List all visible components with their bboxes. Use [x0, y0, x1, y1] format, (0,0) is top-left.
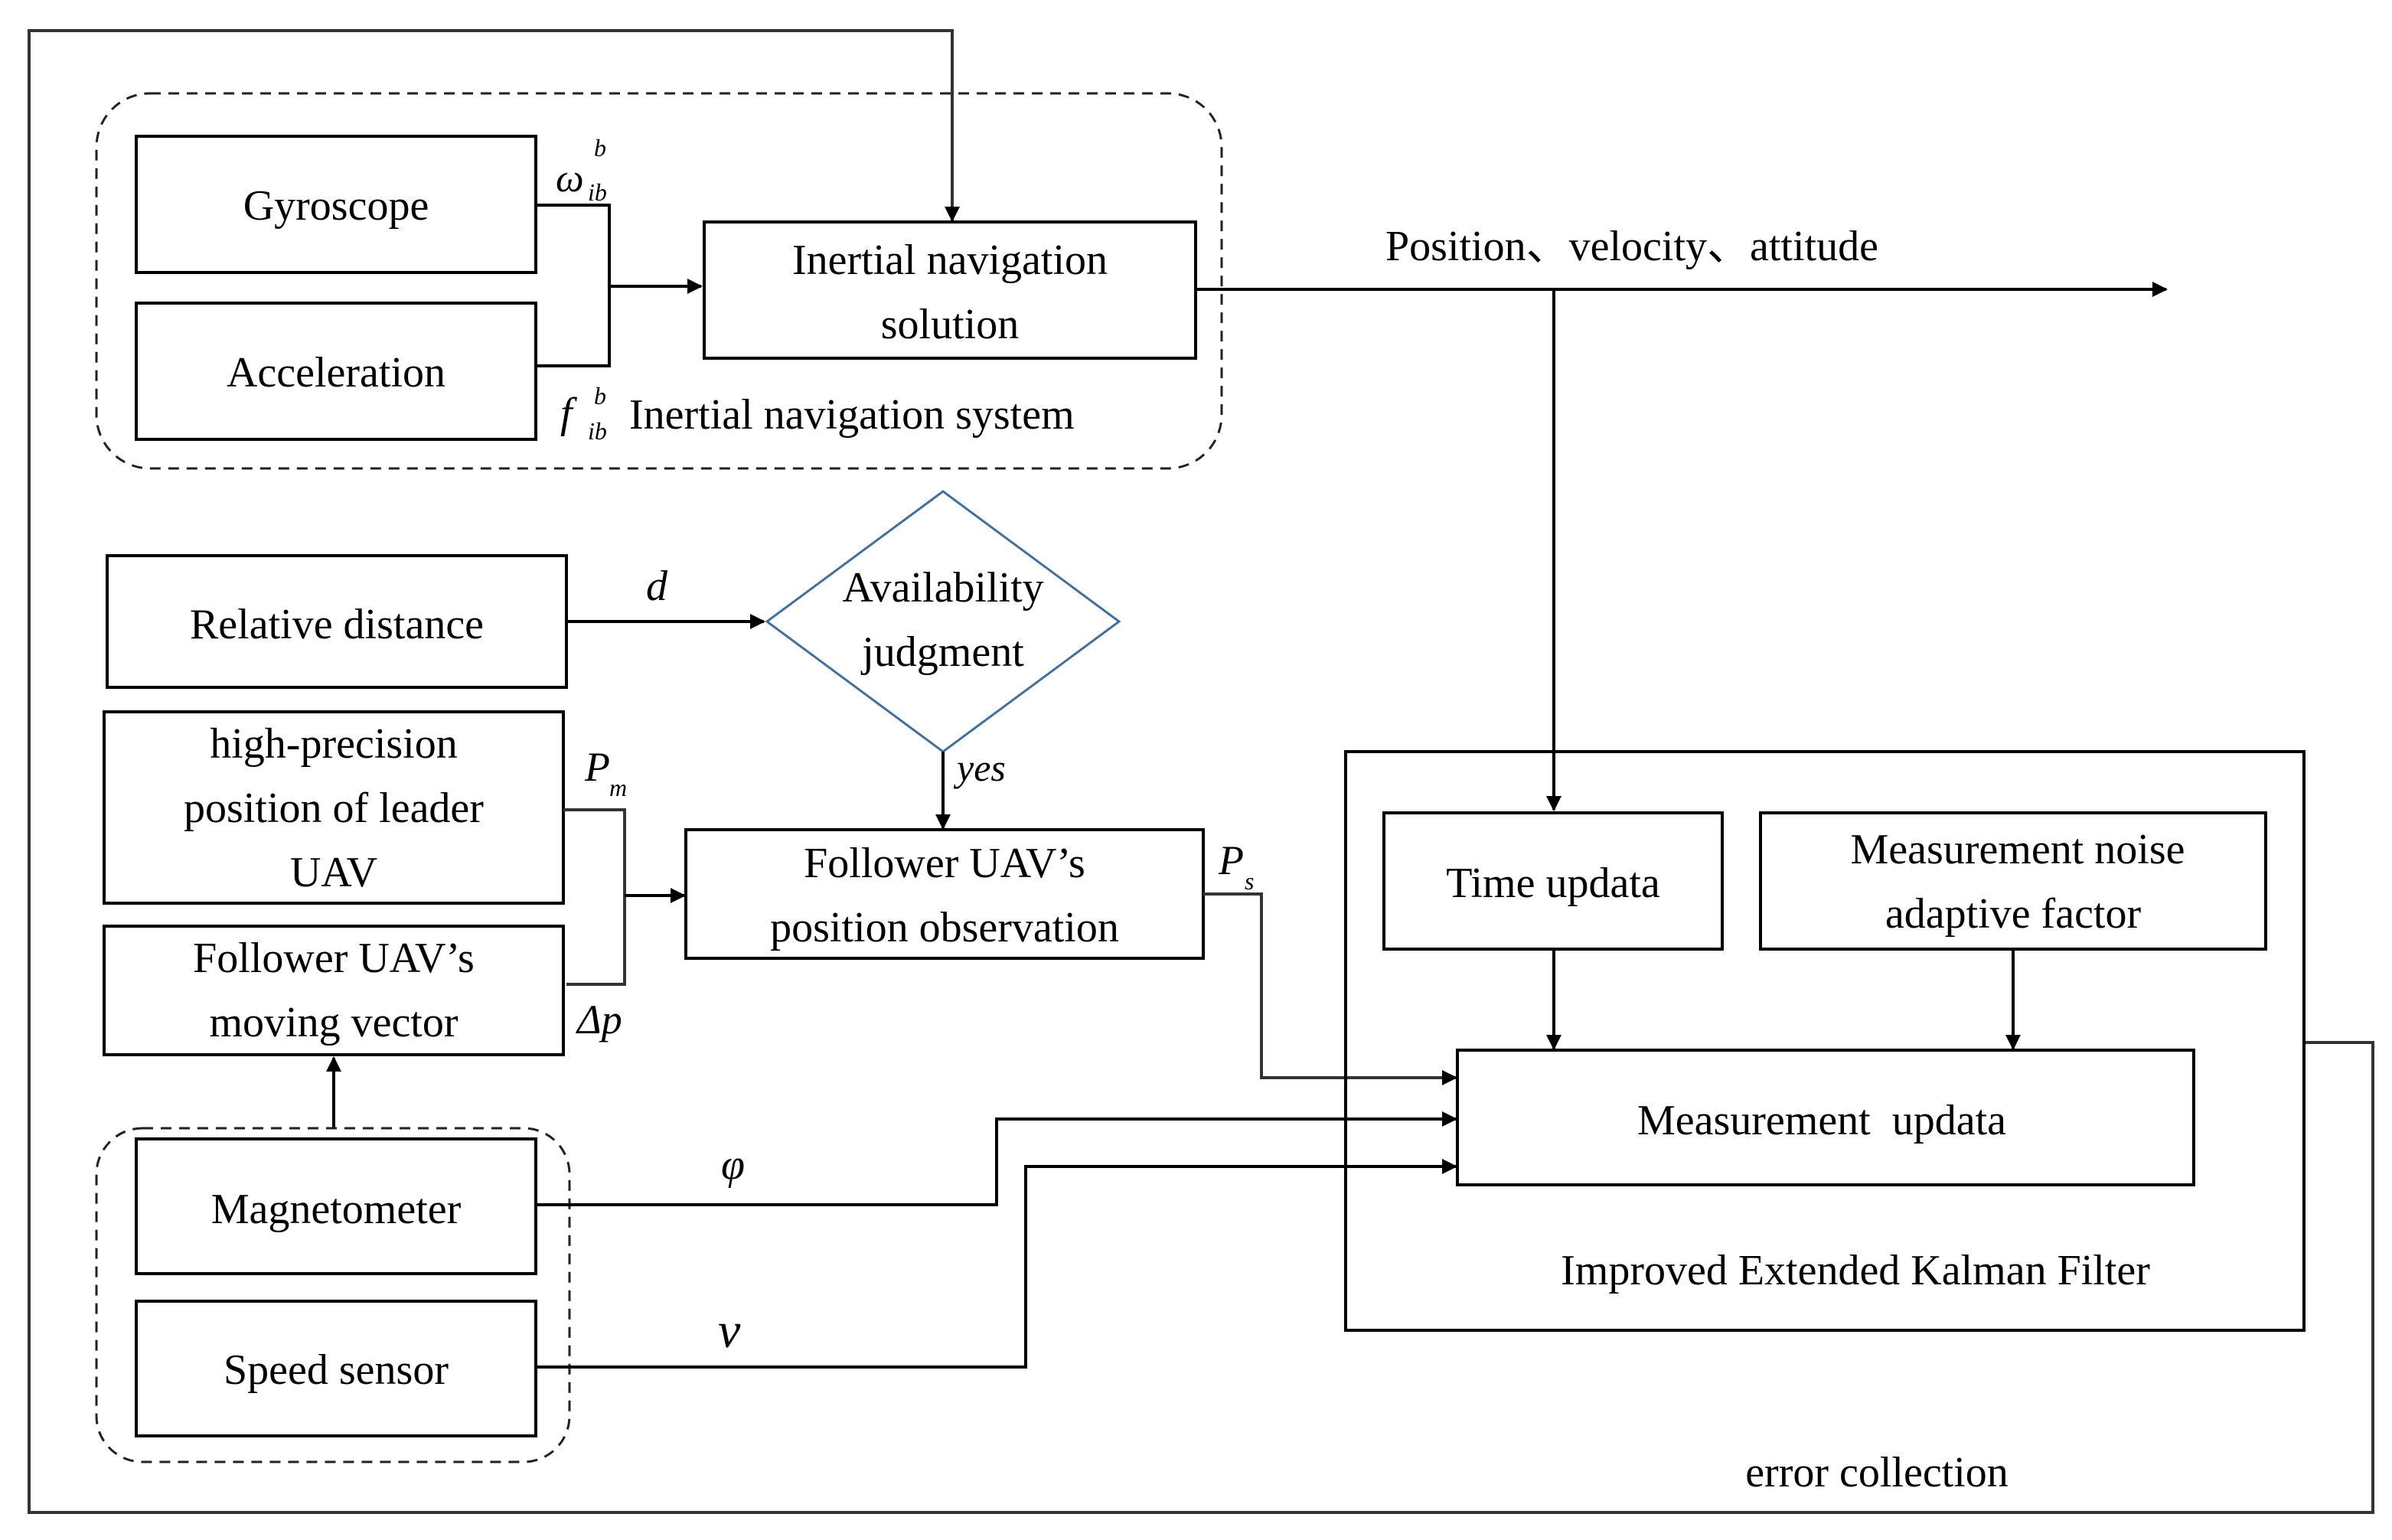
- f-symbol: f: [560, 390, 578, 437]
- position-observation-label-2: position observation: [770, 904, 1119, 951]
- availability-diamond[interactable]: [765, 490, 1121, 753]
- yes-label: yes: [953, 746, 1006, 789]
- magnetometer-label: Magnetometer: [211, 1186, 462, 1233]
- omega-sup: b: [594, 134, 606, 162]
- moving-vector-label-2: moving vector: [209, 999, 458, 1046]
- output-label: Position、velocity、attitude: [1385, 223, 1878, 270]
- noise-factor-label-2: adaptive factor: [1885, 890, 2142, 938]
- ps-sub: s: [1245, 867, 1254, 895]
- availability-label-1: Availability: [842, 564, 1043, 612]
- ins-group-label: Inertial navigation system: [629, 391, 1075, 439]
- ins-solution-block[interactable]: [703, 220, 1197, 360]
- acceleration-label: Acceleration: [227, 349, 445, 396]
- pm-sub: m: [609, 774, 627, 801]
- measurement-update-block[interactable]: [1456, 1049, 2195, 1186]
- ins-group: [95, 92, 1223, 470]
- leader-position-label-3: UAV: [290, 849, 377, 896]
- gyroscope-label: Gyroscope: [243, 182, 429, 230]
- moving-vector-block[interactable]: [103, 925, 565, 1056]
- moving-vector-label-1: Follower UAV’s: [193, 935, 475, 982]
- v-symbol: v: [718, 1303, 741, 1359]
- position-observation-block[interactable]: [684, 828, 1205, 960]
- leader-position-label-1: high-precision: [210, 720, 457, 768]
- time-update-block[interactable]: [1382, 811, 1724, 951]
- ins-solution-label-2: solution: [881, 301, 1019, 348]
- v-to-measurement-arrow: [536, 1159, 1457, 1369]
- d-symbol: d: [646, 563, 668, 610]
- pm-dp-merge-line: [563, 808, 626, 986]
- feedback-loop-line: [28, 29, 2374, 1514]
- noise-factor-block[interactable]: [1759, 811, 2267, 951]
- f-sup: b: [594, 382, 606, 409]
- measurement-update-label: Measurement updata: [1637, 1097, 2006, 1144]
- f-sub: ib: [588, 417, 607, 445]
- error-collection-label: error collection: [1745, 1449, 2009, 1496]
- phi-to-measurement-arrow: [536, 1111, 1457, 1206]
- noise-factor-label-1: Measurement noise: [1851, 826, 2185, 873]
- ekf-group-label: Improved Extended Kalman Filter: [1561, 1247, 2150, 1294]
- leader-position-block[interactable]: [103, 710, 565, 905]
- availability-label-2: judgment: [860, 628, 1024, 676]
- speed-sensor-label: Speed sensor: [224, 1346, 449, 1394]
- time-update-label: Time updata: [1446, 860, 1660, 907]
- dp-symbol: Δp: [576, 997, 622, 1042]
- ps-to-measurement-arrow: [1203, 892, 1457, 1085]
- acceleration-block[interactable]: [135, 302, 537, 441]
- leader-position-label-2: position of leader: [184, 785, 484, 832]
- speed-sensor-block[interactable]: [135, 1300, 537, 1437]
- relative-distance-block[interactable]: [106, 554, 568, 689]
- ps-symbol: P: [1218, 837, 1244, 883]
- omega-symbol: ω: [556, 157, 584, 201]
- ins-solution-label-1: Inertial navigation: [792, 237, 1108, 284]
- phi-symbol: φ: [721, 1141, 745, 1189]
- relative-distance-label: Relative distance: [190, 601, 484, 648]
- pm-symbol: P: [584, 744, 610, 790]
- omega-sub: ib: [588, 178, 607, 206]
- position-observation-label-1: Follower UAV’s: [804, 840, 1085, 887]
- sensor-group: [95, 1127, 571, 1463]
- ekf-group: [1344, 750, 2306, 1332]
- gyro-line: [536, 204, 611, 367]
